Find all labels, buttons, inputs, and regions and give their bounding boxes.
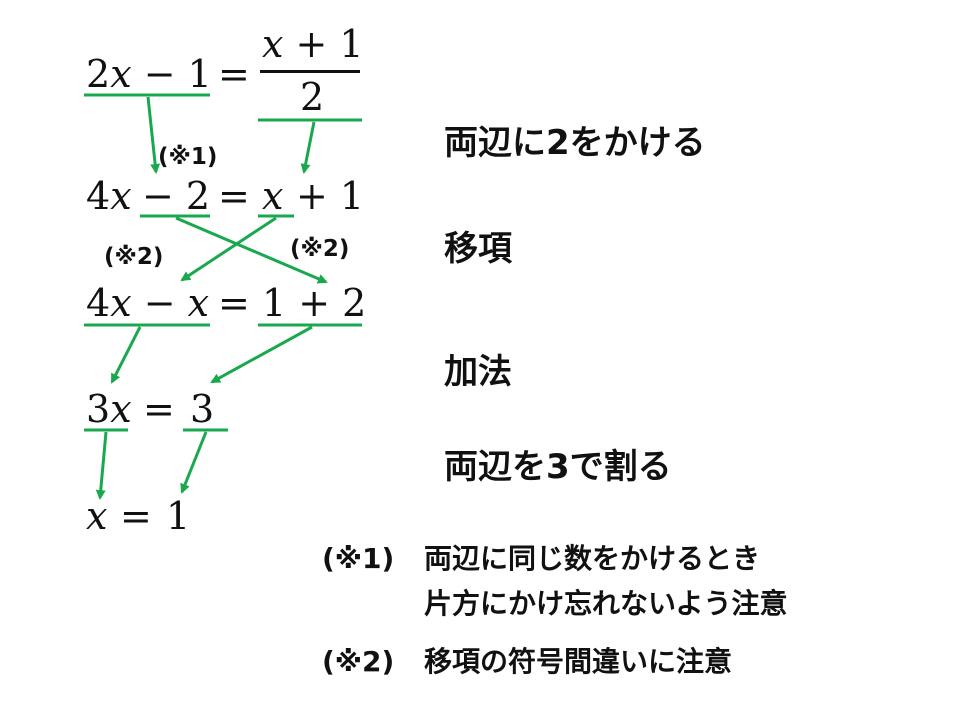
step-addition: 加法 (444, 352, 512, 392)
eq1-numerator: x + 1 (262, 22, 364, 66)
fraction-bar (260, 70, 360, 73)
eq3-left: 4x − x (86, 281, 210, 325)
note-1-label: (※1) (322, 542, 395, 575)
arrow-eq3-left-down (110, 326, 142, 384)
note-1-line-2: 片方にかけ忘れないよう注意 (424, 587, 788, 620)
step-divide-both-sides: 両辺を3で割る (444, 447, 672, 487)
marker-2-left: (※2) (104, 244, 164, 270)
arrow-eq1-left-down (146, 96, 161, 174)
eq5-left: x (86, 494, 108, 538)
eq4-left: 3x (86, 387, 132, 431)
arrow-transpose-right (175, 216, 328, 284)
arrow-eq4-left-down (95, 431, 108, 500)
eq5-equals: = (120, 494, 152, 538)
eq4-right: 3 (190, 387, 215, 431)
marker-2-right: (※2) (290, 236, 350, 262)
eq4-equals: = (143, 387, 175, 431)
step-multiply-both-sides: 両辺に2をかける (444, 123, 706, 163)
marker-1: (※1) (158, 144, 218, 170)
arrow-eq1-right-down (300, 121, 316, 174)
eq2-right-a: x (262, 174, 284, 218)
note-2-line-1: 移項の符号間違いに注意 (424, 645, 733, 678)
arrow-eq3-right-down (210, 325, 313, 384)
arrow-eq4-right-down (180, 431, 208, 494)
eq2-left-b: − 2 (142, 174, 211, 218)
note-2-label: (※2) (322, 645, 395, 678)
eq2-left-a: 4x (86, 174, 132, 218)
note-1-line-1: 両辺に同じ数をかけるとき (424, 542, 761, 575)
eq5-right: 1 (166, 494, 191, 538)
eq2-equals: = (218, 174, 250, 218)
eq3-equals: = (218, 281, 250, 325)
eq1-equals: = (218, 52, 250, 96)
step-transpose: 移項 (444, 229, 512, 269)
eq1-denominator: 2 (300, 75, 325, 119)
eq3-right: 1 + 2 (262, 281, 367, 325)
eq2-right-b: + 1 (296, 174, 365, 218)
arrow-transpose-left (180, 216, 277, 282)
eq1-left: 2x − 1 (86, 52, 212, 96)
